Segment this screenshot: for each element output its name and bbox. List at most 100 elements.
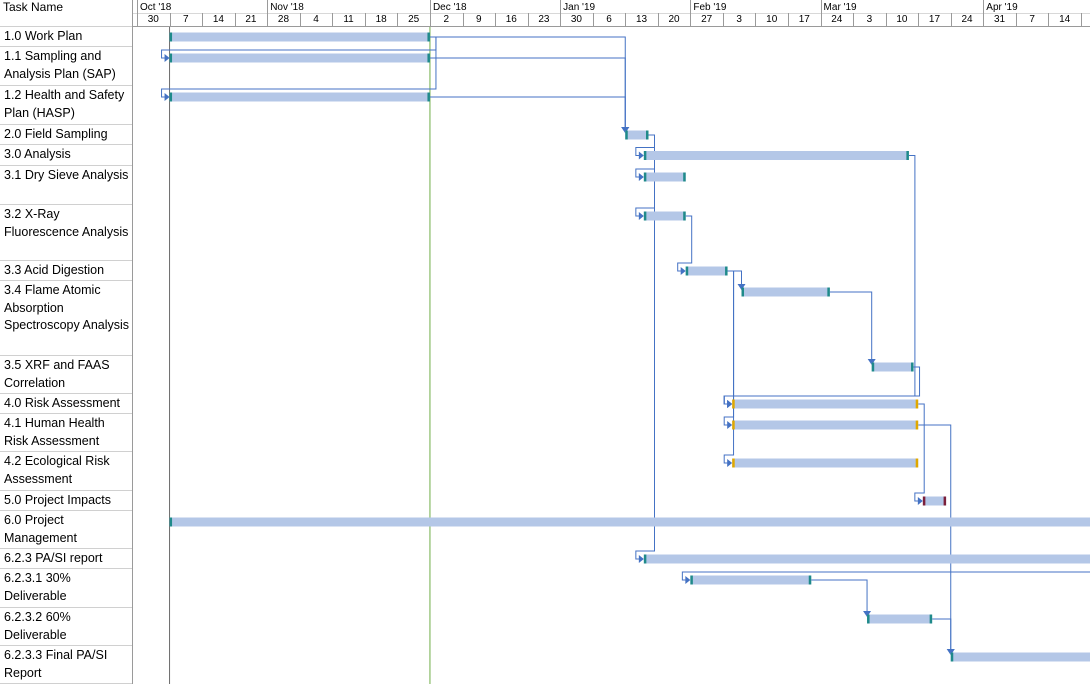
task-bar[interactable] [871, 362, 914, 372]
link-arrow-down [946, 649, 955, 655]
task-row[interactable]: 4.0 Risk Assessment [0, 394, 132, 414]
task-row[interactable]: 6.2.3 PA/SI report [0, 549, 132, 569]
task-row[interactable]: 4.2 Ecological Risk Assessment [0, 452, 132, 491]
task-bar[interactable] [732, 458, 919, 468]
timescale-tier-divider [133, 13, 1090, 14]
day-label: 4 [313, 14, 319, 25]
day-label: 24 [961, 14, 973, 25]
task-row[interactable]: 3.1 Dry Sieve Analysis [0, 166, 132, 205]
day-divider [788, 13, 789, 27]
task-bar[interactable] [741, 287, 830, 297]
task-row[interactable]: 3.3 Acid Digestion [0, 261, 132, 281]
month-label: Nov '18 [270, 2, 304, 13]
task-bar-end-marker [915, 458, 919, 468]
link-arrow-down [737, 284, 746, 290]
day-label: 18 [375, 14, 387, 25]
day-label: 7 [1029, 14, 1035, 25]
day-divider [983, 13, 985, 27]
month-divider [137, 0, 138, 13]
task-row[interactable]: 6.2.3.1 30% Deliverable [0, 569, 132, 608]
task-bar[interactable] [732, 420, 919, 430]
task-bar-start-marker [732, 399, 735, 409]
link-arrow-right [638, 212, 644, 220]
task-bar[interactable] [922, 496, 947, 506]
task-bar[interactable] [643, 151, 909, 160]
task-bar-start-marker [643, 172, 647, 182]
task-row[interactable]: 4.1 Human Health Risk Assessment [0, 414, 132, 452]
dependency-link [811, 579, 868, 613]
day-divider [755, 13, 757, 27]
task-row[interactable]: 6.0 Project Management [0, 511, 132, 549]
task-row[interactable]: 1.2 Health and Safety Plan (HASP) [0, 86, 132, 125]
task-row[interactable]: 1.1 Sampling and Analysis Plan (SAP) [0, 47, 132, 86]
task-row[interactable]: 3.4 Flame Atomic Absorption Spectroscopy… [0, 281, 132, 356]
day-label: 6 [606, 14, 612, 25]
task-row[interactable]: 2.0 Field Sampling [0, 125, 132, 145]
dependency-link [429, 96, 626, 129]
day-divider [657, 13, 659, 27]
day-label: 27 [701, 14, 713, 25]
dependency-link [681, 571, 1090, 581]
task-bar[interactable] [625, 130, 649, 140]
task-bar[interactable] [643, 211, 686, 221]
task-bar[interactable] [643, 554, 1090, 564]
month-label: Apr '19 [986, 2, 1018, 13]
day-divider [137, 13, 138, 27]
day-divider [918, 13, 920, 27]
task-bar-end-marker [906, 151, 909, 160]
task-row[interactable]: 6.2.3.2 60% Deliverable [0, 608, 132, 646]
task-bar[interactable] [643, 172, 686, 182]
month-divider [560, 0, 562, 13]
task-row[interactable]: 3.2 X-Ray Fluorescence Analysis [0, 205, 132, 261]
day-divider [885, 13, 887, 27]
task-bar[interactable] [169, 32, 430, 42]
day-label: 10 [766, 14, 778, 25]
dependency-link [914, 403, 925, 502]
task-bar[interactable] [169, 517, 1090, 527]
column-divider[interactable] [132, 0, 133, 684]
day-divider [625, 13, 627, 27]
link-arrow-right [680, 267, 686, 275]
task-bar-start-marker [169, 517, 173, 527]
task-row[interactable]: 1.0 Work Plan [0, 27, 132, 47]
task-bar-end-marker [911, 362, 914, 372]
task-bar[interactable] [685, 266, 728, 276]
day-divider [397, 13, 399, 27]
day-label: 9 [475, 14, 482, 25]
day-divider [820, 13, 822, 27]
task-bar[interactable] [867, 614, 933, 624]
task-bar[interactable] [950, 652, 1090, 662]
task-bar-start-marker [950, 652, 954, 662]
task-bar-start-marker [732, 420, 735, 430]
task-row[interactable]: 3.5 XRF and FAAS Correlation [0, 356, 132, 394]
task-bar[interactable] [169, 53, 430, 63]
task-name-header[interactable]: Task Name [0, 0, 132, 27]
task-bar[interactable] [169, 92, 430, 102]
day-divider [1080, 13, 1082, 27]
month-divider [690, 0, 692, 13]
dependency-link [932, 618, 952, 651]
day-label: 25 [408, 14, 420, 25]
task-bar-start-marker [732, 458, 735, 468]
task-row[interactable]: 3.0 Analysis [0, 145, 132, 166]
day-divider [267, 13, 269, 27]
task-bar[interactable] [732, 399, 919, 409]
task-bar-start-marker [741, 287, 744, 297]
dependency-link [161, 36, 437, 98]
timescale-bottom-border [133, 26, 1090, 27]
task-bar-start-marker [643, 151, 647, 160]
dependency-link [723, 270, 735, 464]
task-row[interactable]: 5.0 Project Impacts [0, 491, 132, 511]
dependency-link [723, 155, 916, 405]
day-divider [364, 13, 366, 27]
month-label: Jan '19 [563, 2, 596, 13]
month-divider [267, 0, 269, 13]
task-bar[interactable] [690, 575, 812, 585]
day-label: 2 [443, 14, 449, 25]
month-divider [429, 0, 431, 13]
day-label: 17 [798, 14, 810, 25]
task-bar-end-marker [683, 211, 686, 221]
day-label: 10 [896, 14, 908, 25]
